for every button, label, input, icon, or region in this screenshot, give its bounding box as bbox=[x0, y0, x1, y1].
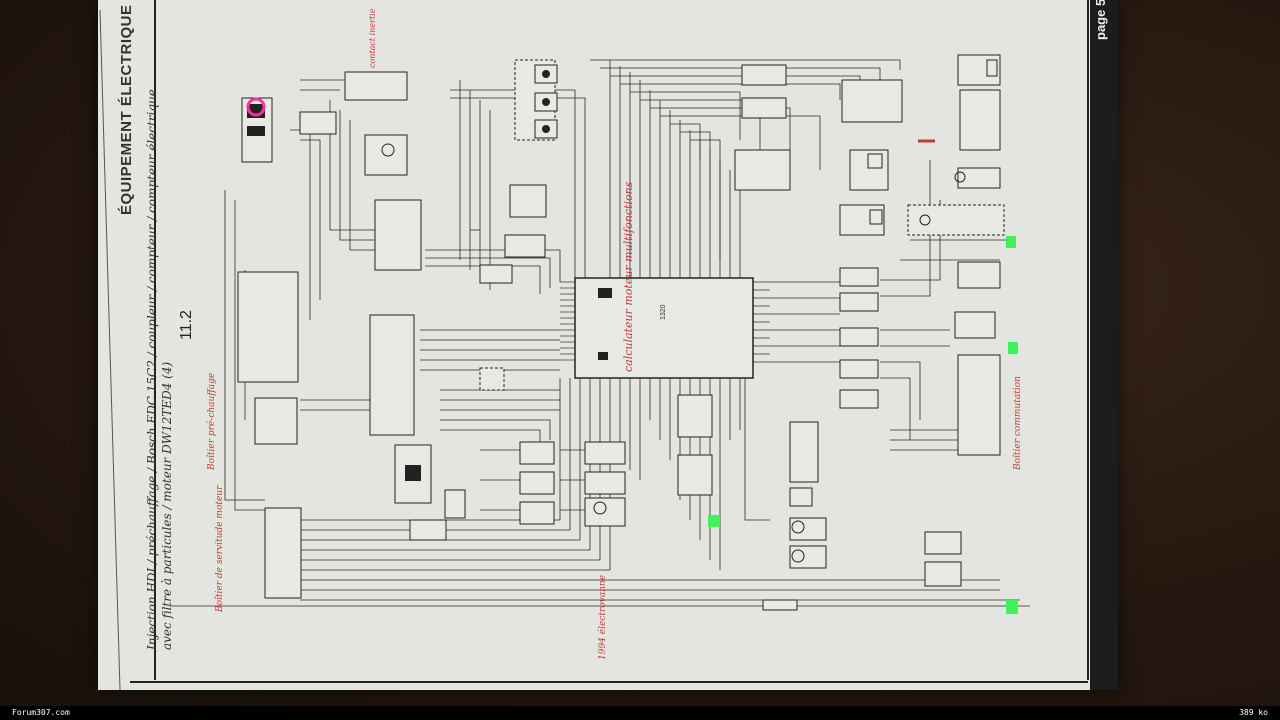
diagram-caption-line2: avec filtre à particules / moteur DW12TE… bbox=[160, 361, 174, 650]
ecu-block bbox=[574, 277, 754, 379]
diagram-caption-line1: Injection HDI / préchauffage / Bosch EDC… bbox=[145, 89, 159, 650]
note-faisceau: 1994 électrovanne bbox=[598, 574, 608, 660]
note-boitier-servitude: Boîtier de servitude moteur bbox=[215, 485, 225, 612]
highlight-marker bbox=[246, 97, 266, 117]
note-boitier-commutation: Boîtier commutation bbox=[1013, 376, 1023, 470]
footer-size: 389 ko bbox=[1239, 708, 1268, 717]
ecu-code: 1320 bbox=[660, 304, 667, 320]
ecu-label: calculateur moteur multifonctions bbox=[622, 181, 635, 372]
section-number: 11.2 bbox=[178, 310, 195, 340]
page-header-title: ÉQUIPEMENT ÉLECTRIQUE bbox=[118, 4, 135, 215]
note-contact-inertie: contact inertie bbox=[368, 8, 377, 68]
note-boitier-preheat: Boîtier pré-chauffage bbox=[207, 372, 217, 470]
page-spine bbox=[1090, 0, 1118, 690]
footer-bar: Forum307.com 389 ko bbox=[0, 706, 1280, 720]
footer-site: Forum307.com bbox=[12, 708, 70, 717]
page-number-label: page 5 bbox=[1093, 0, 1108, 40]
